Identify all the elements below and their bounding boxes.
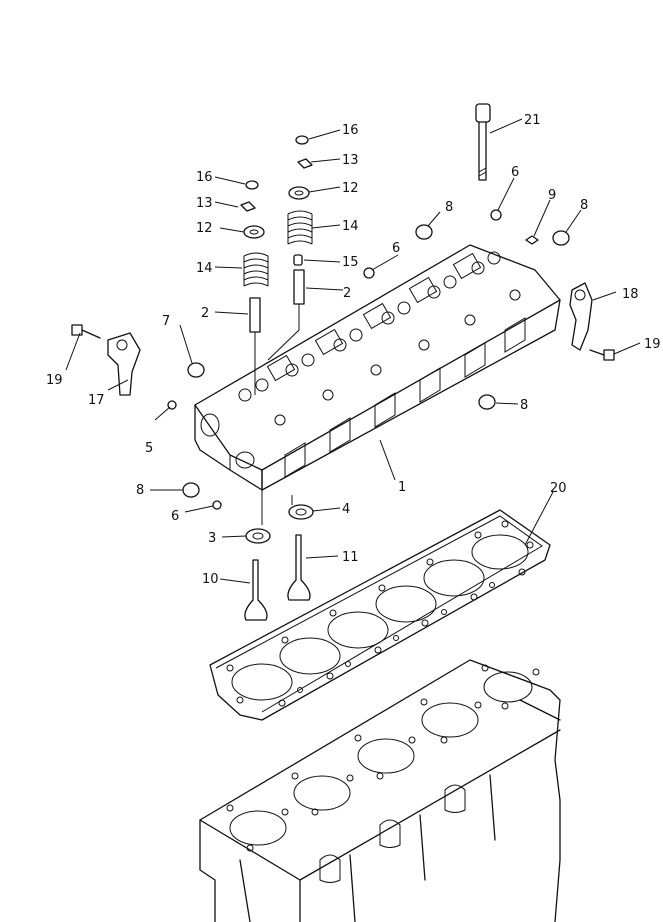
callout-11: 11 xyxy=(342,550,359,565)
callout-numbers: 1 2 2 3 4 5 6 6 6 7 8 8 8 8 8 9 10 11 12… xyxy=(46,113,661,587)
callout-1: 1 xyxy=(398,480,406,495)
bolt-19-right xyxy=(589,349,615,361)
callout-8-front: 8 xyxy=(136,483,144,498)
lifting-bracket-right xyxy=(569,282,593,351)
callout-8-top: 8 xyxy=(445,200,453,215)
callout-16-left: 16 xyxy=(196,170,213,185)
leader-lines xyxy=(65,118,641,584)
head-bolt xyxy=(475,103,491,181)
callout-21: 21 xyxy=(524,113,541,128)
callout-15: 15 xyxy=(342,255,359,270)
callout-19-left: 19 xyxy=(46,373,63,388)
callout-13-right: 13 xyxy=(342,153,359,168)
callout-14-right: 14 xyxy=(342,219,359,234)
callout-18: 18 xyxy=(622,287,639,302)
callout-2-left: 2 xyxy=(201,306,209,321)
head-gasket xyxy=(209,509,551,721)
callout-9: 9 xyxy=(548,188,556,203)
callout-19-right: 19 xyxy=(644,337,661,352)
callout-6-front: 6 xyxy=(171,509,179,524)
callout-3: 3 xyxy=(208,531,216,546)
valve-train-parts xyxy=(167,135,570,621)
callout-6-top: 6 xyxy=(392,241,400,256)
callout-4: 4 xyxy=(342,502,350,517)
lifting-bracket-left xyxy=(107,332,141,396)
callout-8-right: 8 xyxy=(580,198,588,213)
callout-5: 5 xyxy=(145,441,153,456)
callout-7: 7 xyxy=(162,314,170,329)
callout-12-left: 12 xyxy=(196,221,213,236)
cylinder-head xyxy=(194,244,561,491)
callout-16-right: 16 xyxy=(342,123,359,138)
bolt-19-left xyxy=(71,324,101,339)
callout-12-right: 12 xyxy=(342,181,359,196)
callout-20: 20 xyxy=(550,481,567,496)
callout-6-bolt: 6 xyxy=(511,165,519,180)
engine-block xyxy=(199,659,561,922)
callout-17: 17 xyxy=(88,393,105,408)
callout-2-right: 2 xyxy=(343,286,351,301)
callout-10: 10 xyxy=(202,572,219,587)
callout-13-left: 13 xyxy=(196,196,213,211)
callout-8-side: 8 xyxy=(520,398,528,413)
callout-14-left: 14 xyxy=(196,261,213,276)
